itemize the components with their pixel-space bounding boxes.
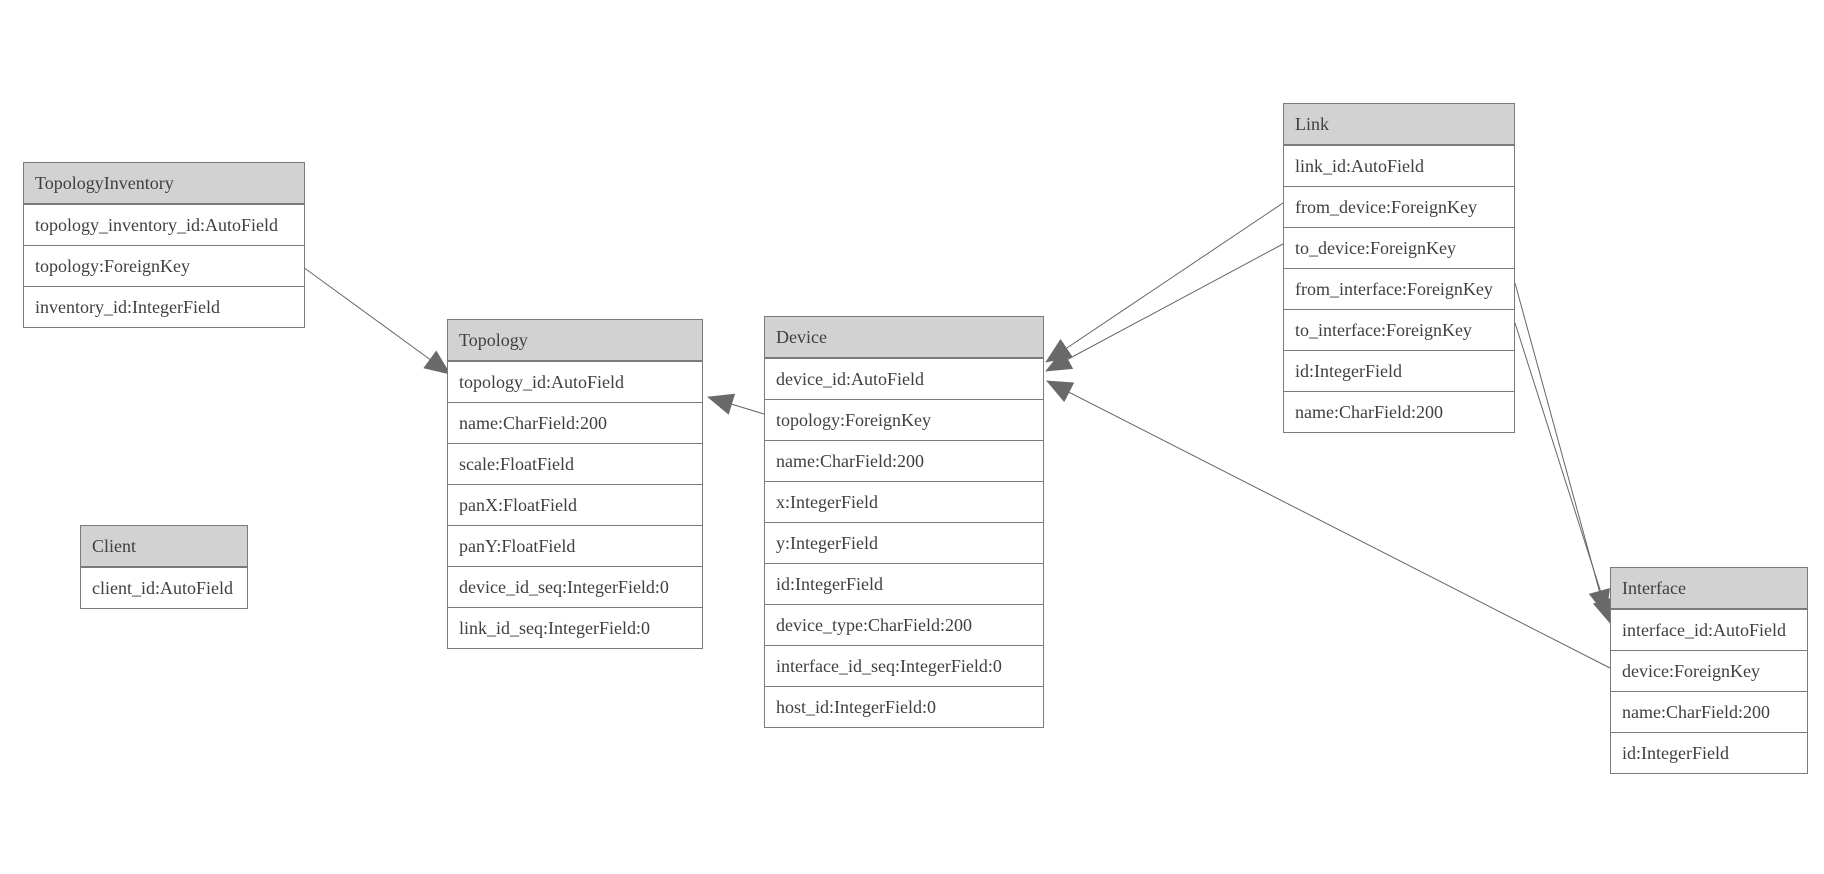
- edge-link-to_interface-fk: [1514, 322, 1614, 625]
- entity-title: Link: [1284, 104, 1514, 145]
- field-row: id:IntegerField: [765, 563, 1043, 604]
- field-row: from_device:ForeignKey: [1284, 186, 1514, 227]
- field-row: topology:ForeignKey: [765, 399, 1043, 440]
- field-row: id:IntegerField: [1284, 350, 1514, 391]
- field-row: inventory_id:IntegerField: [24, 286, 304, 327]
- field-row: name:CharField:200: [765, 440, 1043, 481]
- field-row: x:IntegerField: [765, 481, 1043, 522]
- field-row: topology:ForeignKey: [24, 245, 304, 286]
- field-row: device_type:CharField:200: [765, 604, 1043, 645]
- edge-interface-device-fk: [1046, 380, 1611, 669]
- field-row: host_id:IntegerField:0: [765, 686, 1043, 727]
- field-row: id:IntegerField: [1611, 732, 1807, 773]
- field-row: client_id:AutoField: [81, 567, 247, 608]
- field-row: from_interface:ForeignKey: [1284, 268, 1514, 309]
- field-row: link_id:AutoField: [1284, 145, 1514, 186]
- field-row: topology_id:AutoField: [448, 361, 702, 402]
- field-row: name:CharField:200: [1284, 391, 1514, 432]
- field-row: interface_id_seq:IntegerField:0: [765, 645, 1043, 686]
- field-row: device:ForeignKey: [1611, 650, 1807, 691]
- field-row: interface_id:AutoField: [1611, 609, 1807, 650]
- entity-title: Topology: [448, 320, 702, 361]
- entity-title: Device: [765, 317, 1043, 358]
- field-row: to_device:ForeignKey: [1284, 227, 1514, 268]
- field-row: topology_inventory_id:AutoField: [24, 204, 304, 245]
- edge-device-topology-fk: [707, 393, 765, 415]
- entity-title: Client: [81, 526, 247, 567]
- entity-title: Interface: [1611, 568, 1807, 609]
- entity-title: TopologyInventory: [24, 163, 304, 204]
- field-row: link_id_seq:IntegerField:0: [448, 607, 702, 648]
- field-row: y:IntegerField: [765, 522, 1043, 563]
- field-row: to_interface:ForeignKey: [1284, 309, 1514, 350]
- field-row: panX:FloatField: [448, 484, 702, 525]
- edge-link-from_device-fk: [1045, 202, 1284, 363]
- field-row: device_id:AutoField: [765, 358, 1043, 399]
- field-row: name:CharField:200: [1611, 691, 1807, 732]
- field-row: name:CharField:200: [448, 402, 702, 443]
- field-row: panY:FloatField: [448, 525, 702, 566]
- edge-topologyinventory-topology-fk: [302, 266, 451, 375]
- field-row: scale:FloatField: [448, 443, 702, 484]
- edge-link-to_device-fk: [1045, 243, 1284, 372]
- field-row: device_id_seq:IntegerField:0: [448, 566, 702, 607]
